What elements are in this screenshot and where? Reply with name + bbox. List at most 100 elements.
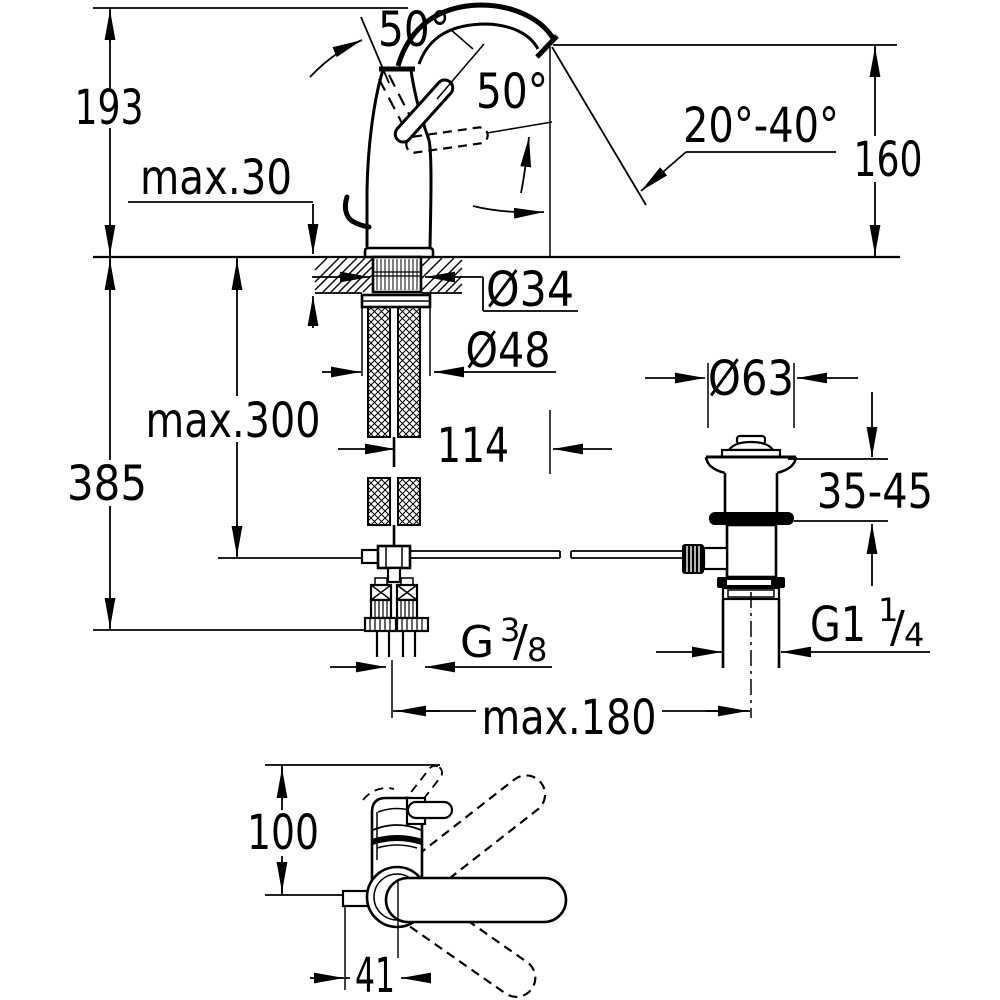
waste-thread-slash: / (890, 602, 905, 653)
connector-right-ribs (400, 601, 414, 617)
lever-handle-topview (384, 876, 568, 924)
spout-inner-curve (417, 22, 540, 65)
popup-rod-hook (342, 194, 372, 230)
supply-thread-slash: / (513, 616, 528, 667)
dimension-d34: Ø34 (312, 262, 578, 318)
stream-angle-annotation: 20°-40° (551, 46, 839, 206)
spout-reach-label: 114 (437, 418, 509, 474)
waste-thread-sup: 1 (878, 591, 898, 629)
dimension-35-45: 35-45 (788, 392, 933, 586)
body-depth-label: 100 (247, 805, 319, 861)
angle-arc-up-arrow (520, 136, 532, 194)
flange-diameter-label: Ø63 (708, 351, 794, 407)
rod-left-stem (360, 548, 380, 565)
angle-leader (449, 28, 474, 50)
cartridge-dash-1 (378, 78, 405, 128)
connector-left-ribs (374, 601, 388, 617)
angle-arc-right-arrow (472, 205, 545, 219)
topview-spout-band (371, 835, 423, 845)
deck-hatch-left (314, 257, 373, 293)
spout-outer-curve (395, 2, 557, 67)
dimension-160: 160 (846, 45, 930, 257)
angle-arc-arrow (309, 39, 363, 78)
lever-tip-topview (406, 800, 454, 820)
lever-up-dash-arc (362, 787, 395, 801)
drain-body-upper-sides (723, 473, 779, 512)
supply-thread-sub: 8 (527, 631, 547, 669)
center-offset-label: 41 (355, 948, 395, 1000)
dimension-193: 193 (72, 8, 146, 257)
dimension-d48: Ø48 (322, 307, 556, 379)
faucet-body (342, 2, 559, 259)
base-diameter-label: Ø48 (466, 323, 551, 379)
popup-rod-tab (341, 889, 371, 908)
connector-left-x (370, 584, 392, 601)
drain-valve-body (725, 523, 778, 579)
rod-port-stem (702, 546, 729, 571)
supply-hose-right (397, 306, 421, 438)
spout-tip-cut (535, 34, 559, 59)
rod-junction-block (376, 544, 412, 570)
dimension-max30: max.30 (128, 150, 319, 328)
popup-plug-flare (726, 440, 776, 452)
lever-handle-lowered-dashed (405, 126, 489, 154)
lever-axis-extension (436, 43, 485, 100)
flange-extension-lines (707, 363, 795, 428)
overall-depth-label: 385 (67, 456, 147, 512)
rod-bottom-stub (386, 566, 402, 584)
lever-up-dashed (405, 764, 443, 810)
dimension-max300: max.300 (136, 257, 328, 558)
stream-direction-line (551, 46, 647, 206)
angle-reference-line (360, 16, 390, 84)
dimension-g38: G 3 / 8 (330, 611, 552, 673)
connector-right-body (395, 598, 419, 620)
dimension-max180: max.180 (393, 690, 750, 746)
supply-hose-left (367, 306, 391, 438)
junction-inner-lines (385, 546, 403, 568)
handle-angle-annotation: 50° (472, 47, 553, 474)
deck-hatch-right (421, 257, 463, 293)
stream-leader-arrow (640, 151, 687, 192)
handle-angle-label: 50° (476, 64, 548, 120)
dimension-385: 385 (60, 257, 154, 630)
mounting-depth-label: max.300 (146, 393, 321, 449)
side-view: 50° 50° 20°-40° (60, 2, 930, 746)
total-height-label: 193 (75, 80, 144, 136)
dimension-g114: G1 1 / 4 (656, 591, 930, 658)
spout-outlet-height-label: 160 (854, 132, 923, 188)
deck-thickness-label: max.30 (140, 150, 292, 206)
body-right-edge (409, 69, 433, 248)
rod-distance-label: max.180 (482, 690, 657, 746)
shank-diameter-label: Ø34 (486, 262, 574, 318)
drain-assembly: Ø63 35-45 G1 1 / 4 (645, 351, 933, 718)
shank-divider-lines (373, 271, 421, 277)
connector-pipes (375, 631, 417, 657)
body-left-edge (365, 69, 385, 247)
waste-thread-sub: 4 (904, 616, 924, 654)
knurled-knob-ribs (686, 546, 700, 572)
knurled-knob (682, 544, 704, 574)
locking-washer-slot (727, 580, 771, 585)
escutcheon (363, 246, 435, 259)
spout-angle-label: 50° (378, 2, 450, 58)
connector-left-body (369, 598, 393, 620)
stream-angle-label: 20°-40° (683, 98, 839, 154)
supply-thread-base: G (460, 617, 494, 668)
topview-spout-arc-2 (372, 824, 422, 831)
topview-spout-arc-3 (376, 844, 418, 849)
connector-right-nut-ribs (401, 619, 423, 630)
basin-thickness-label: 35-45 (817, 464, 933, 520)
rubber-seal-ring (709, 512, 794, 525)
horizontal-pull-rod (410, 550, 683, 559)
connector-right-x (396, 584, 418, 601)
dimension-114: 114 (338, 418, 612, 474)
pull-rod-linkage (360, 544, 683, 584)
connector-left-nut-ribs (369, 619, 391, 630)
tailpipe (721, 599, 781, 668)
spout-angle-annotation: 50° (309, 2, 485, 100)
supply-hose-right-lower (397, 477, 421, 526)
dimension-100: 100 (242, 765, 324, 895)
drain-funnel-sides (704, 456, 798, 475)
supply-hose-left-lower (367, 477, 391, 526)
